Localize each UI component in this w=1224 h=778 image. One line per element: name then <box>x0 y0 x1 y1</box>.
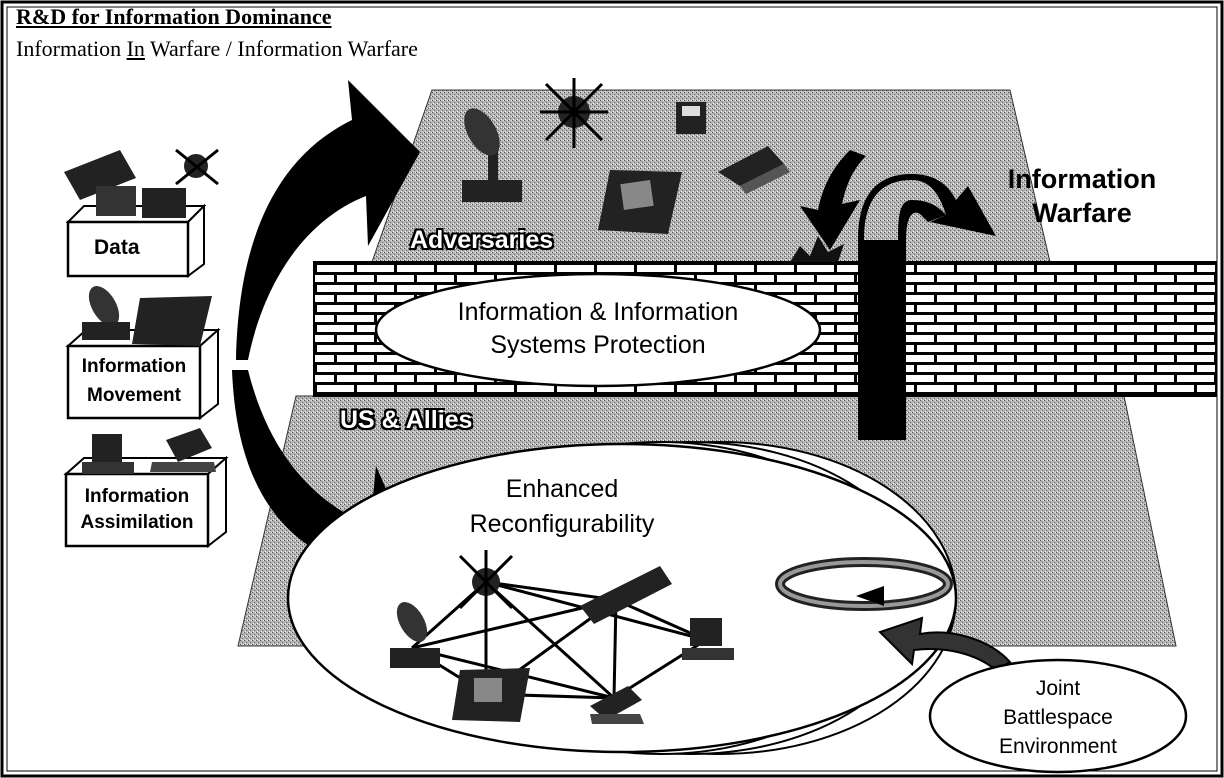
network-computer-icon <box>682 618 734 660</box>
satellite-dish-icon <box>462 108 522 202</box>
joint-environment-arrow <box>878 616 1012 672</box>
page-title: R&D for Information Dominance <box>16 4 332 29</box>
network-dish-icon <box>390 602 440 668</box>
phone-icon <box>598 170 682 234</box>
movement-label-line1: Information <box>81 356 187 377</box>
joint-line1: Joint <box>1035 677 1081 700</box>
protection-label-line1: Information & Information <box>457 298 739 326</box>
protection-ellipse <box>374 272 822 388</box>
enhanced-reconfigurability-label: Enhanced Reconfigurability <box>430 472 694 542</box>
satellite-icon <box>540 78 608 148</box>
subtitle-in: In <box>126 36 145 61</box>
movement-box-label: Information Movement <box>68 352 200 410</box>
information-warfare-line1: Information <box>1007 164 1157 194</box>
information-warfare-arrow <box>858 174 996 440</box>
laptop-icon <box>718 146 790 194</box>
movement-icons <box>82 286 212 346</box>
network-radio-icon <box>580 566 672 624</box>
assimilation-icons <box>82 428 216 474</box>
data-box-label: Data <box>94 236 140 259</box>
movement-box <box>65 286 221 421</box>
joint-line2: Battlespace <box>1003 706 1113 729</box>
information-warfare-line2: Warfare <box>1032 198 1132 228</box>
page-subtitle: Information In Warfare / Information War… <box>16 36 418 62</box>
rotation-ring-icon <box>775 557 953 611</box>
network-laptop-icon <box>590 686 644 724</box>
network-satellite-icon <box>458 550 514 614</box>
subtitle-pre: Information <box>16 36 127 61</box>
protection-label: Information & Information Systems Protec… <box>396 296 800 362</box>
protection-label-line2: Systems Protection <box>490 331 706 359</box>
movement-label-line2: Movement <box>87 385 181 406</box>
enhanced-line2: Reconfigurability <box>469 510 655 538</box>
data-icons <box>64 148 219 218</box>
information-warfare-label: Information Warfare <box>984 162 1180 230</box>
network-phone-icon <box>452 668 530 722</box>
assimilation-box <box>63 428 229 549</box>
enhanced-line1: Enhanced <box>505 475 619 503</box>
subtitle-post: Warfare / Information Warfare <box>144 36 418 61</box>
joint-line3: Environment <box>999 735 1117 758</box>
assimilation-label-line1: Information <box>84 486 190 507</box>
joint-battlespace-label: Joint Battlespace Environment <box>974 674 1142 761</box>
attack-arrow <box>800 150 866 250</box>
explosion-icon <box>790 236 844 262</box>
joint-battlespace-ellipse <box>928 658 1188 774</box>
assimilation-label-line2: Assimilation <box>80 512 194 533</box>
upward-curved-arrow <box>236 80 420 360</box>
assimilation-box-label: Information Assimilation <box>66 484 208 536</box>
adversaries-label: Adversaries <box>410 226 554 254</box>
floppy-disk-icon <box>676 102 706 134</box>
data-box <box>64 148 219 278</box>
us-allies-label: US & Allies <box>340 406 473 434</box>
